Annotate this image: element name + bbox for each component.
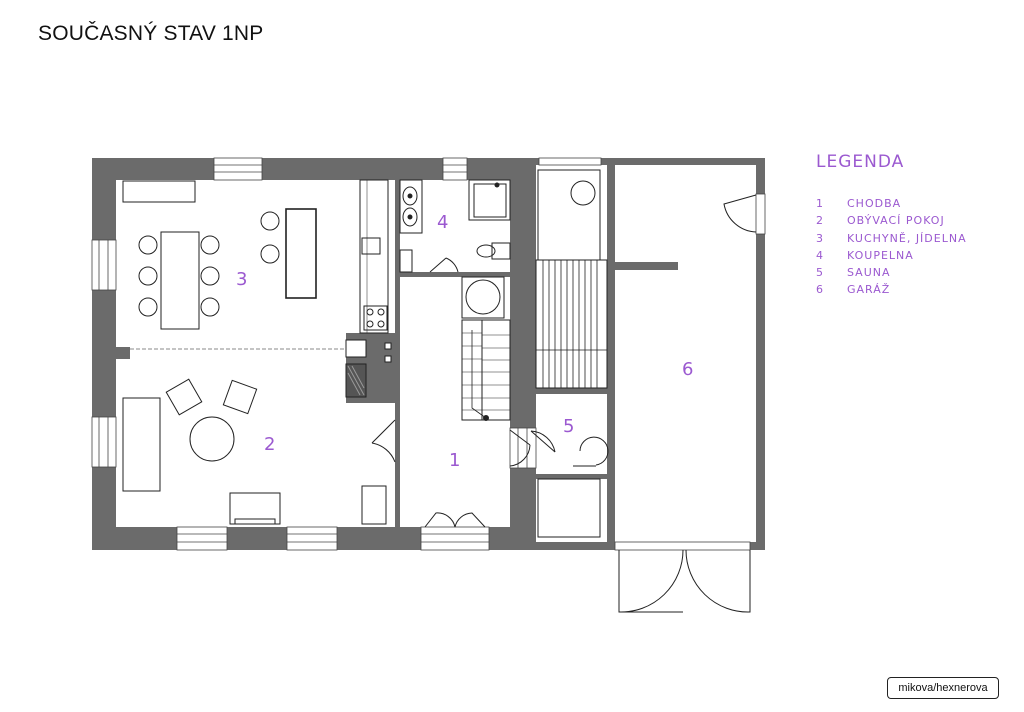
entrance-doors — [424, 429, 531, 528]
legend-label: KUCHYNĚ, JÍDELNA — [847, 232, 967, 245]
window-lines — [98, 164, 528, 543]
room-label-3: 3 — [236, 269, 247, 290]
legend-number: 2 — [816, 214, 824, 227]
bathroom-fixtures — [399, 179, 511, 273]
legend-item: 3 KUCHYNĚ, JÍDELNA — [816, 232, 967, 245]
legend-heading: LEGENDA — [816, 152, 905, 172]
legend-item: 5 SAUNA — [816, 266, 891, 279]
legend-label: CHODBA — [847, 197, 902, 210]
doors-living — [371, 419, 396, 463]
dining-furniture — [122, 180, 317, 330]
legend-item: 2 OBÝVACÍ POKOJ — [816, 214, 945, 227]
legend-label: OBÝVACÍ POKOJ — [847, 214, 945, 227]
legend-label: SAUNA — [847, 266, 891, 279]
garage-doors — [618, 194, 757, 613]
wall-openings — [91, 157, 766, 551]
room-label-5: 5 — [563, 416, 574, 437]
kitchen-counter — [359, 179, 389, 334]
legend-number: 4 — [816, 249, 824, 262]
room-label-4: 4 — [437, 212, 448, 233]
legend-item: 6 GARÁŽ — [816, 283, 890, 296]
legend-number: 6 — [816, 283, 824, 296]
legend-item: 4 KOUPELNA — [816, 249, 914, 262]
stairs-hall — [461, 276, 511, 421]
legend-label: KOUPELNA — [847, 249, 914, 262]
room-label-1: 1 — [449, 450, 460, 471]
living-furniture — [122, 378, 387, 525]
legend-item: 1 CHODBA — [816, 197, 901, 210]
page-title: SOUČASNÝ STAV 1NP — [38, 22, 264, 45]
author-credit: mikova/hexnerova — [887, 677, 999, 699]
room-label-2: 2 — [264, 434, 275, 455]
fireplace — [345, 339, 392, 398]
sauna-area — [530, 169, 609, 538]
legend-number: 1 — [816, 197, 824, 210]
legend-number: 5 — [816, 266, 824, 279]
legend-number: 3 — [816, 232, 824, 245]
walls — [92, 158, 765, 550]
room-label-6: 6 — [682, 359, 693, 380]
legend-label: GARÁŽ — [847, 283, 891, 296]
